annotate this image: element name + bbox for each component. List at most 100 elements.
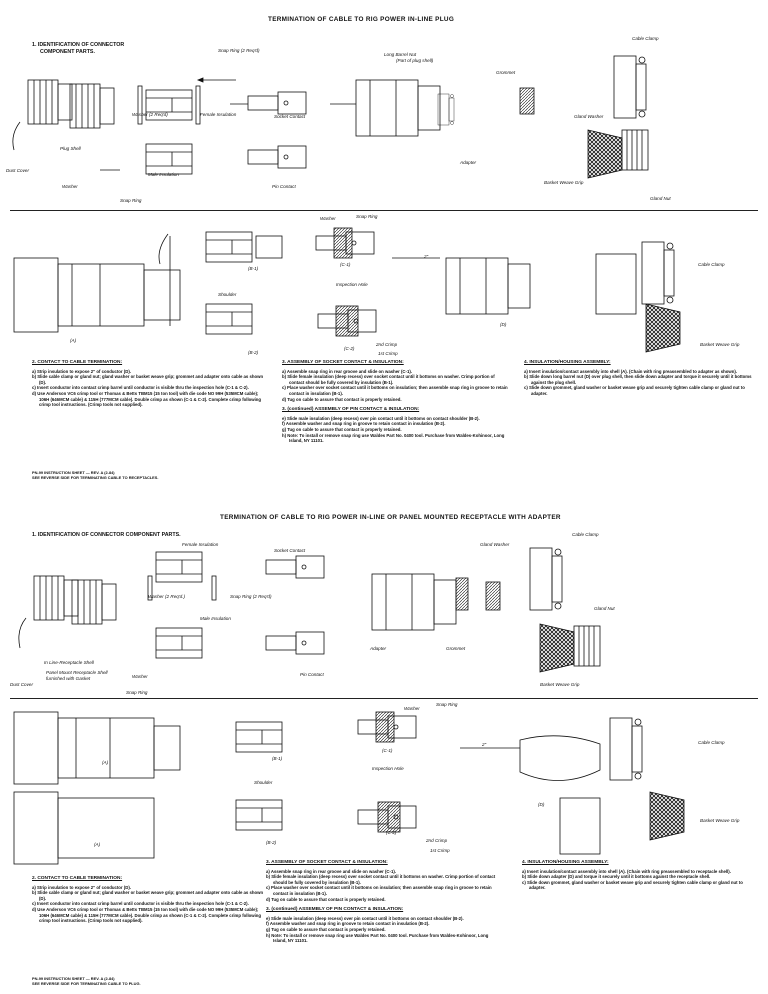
bottom-footer-line: PN-99 INSTRUCTION SHEET — REV. A (2-84) <box>32 976 115 981</box>
label-snap-ring-2: Snap Ring (2 Req'd) <box>218 48 260 53</box>
bottom-step4-item: c) Slide down grommet, gland washer or b… <box>522 879 743 891</box>
b-label-male-insulation: Male Insulation <box>200 616 231 621</box>
label-washer: Washer <box>62 184 78 189</box>
asm-label-b1: (B-1) <box>248 266 259 271</box>
b-label-washer: Washer <box>132 674 148 679</box>
b-asm-inspection-hole: Inspection Hole <box>372 766 404 771</box>
bottom-step4: 4. INSULATION/HOUSING ASSEMBLY: a) Inser… <box>522 860 754 891</box>
asm-label-c2: (C-2) <box>344 346 355 351</box>
top-step2: 2. CONTACT TO CABLE TERMINATION: a) Stri… <box>32 360 264 408</box>
b-label-snap-ring-2: Snap Ring (2 Req'd) <box>230 594 272 599</box>
b-asm-dim: 2" <box>482 742 487 747</box>
top-step4: 4. INSULATION/HOUSING ASSEMBLY: a) Inser… <box>524 360 754 397</box>
top-step3-item: a) Assemble snap ring in rear groove and… <box>282 368 412 374</box>
top-step3-item2: f) Assemble washer and snap ring in groo… <box>282 421 446 427</box>
label-gland-nut: Gland Nut <box>650 196 671 201</box>
b-asm-crimp2: 2nd Crimp <box>426 838 448 843</box>
b-label-basket-weave-grip: Basket Weave Grip <box>540 682 580 687</box>
b-label-adapter: Adapter <box>370 646 387 651</box>
bottom-step3-item2: f) Assemble washer and snap ring in groo… <box>266 921 430 927</box>
asm-label-dim: 2" <box>424 254 429 259</box>
asm-label-inspection-hole: Inspection Hole <box>336 282 368 287</box>
b-label-panel-shell: Panel Mount Receptacle Shell <box>46 670 108 675</box>
asm-label-washer: Washer <box>320 216 336 221</box>
top-step4-item: c) Slide down grommet, gland washer or b… <box>524 385 745 396</box>
b-label-socket-contact: Socket Contact <box>274 548 306 553</box>
top-step4-heading: 4. INSULATION/HOUSING ASSEMBLY: <box>524 360 611 365</box>
top-parts-drawing <box>12 55 649 179</box>
bottom-step2-item: b) Slide cable clamp or gland nut; gland… <box>32 890 264 901</box>
bottom-footer-line: SEE REVERSE SIDE FOR TERMINATING CABLE T… <box>32 981 141 986</box>
b-label-grommet: Grommet <box>446 646 466 651</box>
bottom-footer: PN-99 INSTRUCTION SHEET — REV. A (2-84) … <box>32 976 141 986</box>
label-gland-washer: Gland Washer <box>574 114 604 119</box>
label-part-of-plug-shell: (Part of plug shell) <box>396 58 434 63</box>
bottom-step3-item2: g) Tug on cable to assure that contact i… <box>266 926 386 932</box>
asm-label-a: (A) <box>70 338 77 343</box>
b-label-inline-shell: In Line-Receptacle Shell <box>44 660 94 665</box>
top-footer: PN-99 INSTRUCTION SHEET — REV. A (2-84) … <box>32 470 158 480</box>
bottom-step3-item2: e) Slide male insulation (deep recess) o… <box>266 915 464 921</box>
bottom-assembly-drawing <box>13 711 685 865</box>
label-male-insulation: Male Insulation <box>148 172 179 177</box>
b-label-dust-cover: Dust Cover <box>10 682 33 687</box>
bottom-step4-heading: 4. INSULATION/HOUSING ASSEMBLY: <box>522 860 609 865</box>
top-step3-item2: h) Note: To install or remove snap ring … <box>282 432 505 444</box>
b-asm-c2: (C-2) <box>386 830 397 835</box>
top-section1-heading-b: COMPONENT PARTS. <box>40 49 95 55</box>
top-step3-item2: g) Tug on cable to assure that contact i… <box>282 426 402 432</box>
b-asm-c1: (C-1) <box>382 748 393 753</box>
top-step2-item: a) Strip insulation to expose 2" of cond… <box>32 368 131 374</box>
asm-label-basket: Basket Weave Grip <box>700 342 740 347</box>
bottom-step2-item: d) Use Anderson VC6 crimp tool or Thomas… <box>32 906 262 924</box>
asm-label-cable-clamp: Cable Clamp <box>698 262 725 267</box>
top-step2-item: b) Slide cable clamp or gland nut; gland… <box>32 374 264 385</box>
top-step3-item: b) Slide female insulation (deep recess)… <box>282 374 495 385</box>
label-long-barrel-nut: Long Barrel Nut <box>384 52 417 57</box>
bottom-title: TERMINATION OF CABLE TO RIG POWER IN-LIN… <box>220 514 561 521</box>
b-asm-a-top: (A) <box>102 760 109 765</box>
label-female-insulation: Female Insulation <box>200 112 237 117</box>
b-label-female-insulation: Female Insulation <box>182 542 219 547</box>
b-asm-snap-ring: Snap Ring <box>436 702 458 707</box>
label-grommet: Grommet <box>496 70 516 75</box>
divider-bottom <box>10 698 758 699</box>
label-pin-contact: Pin Contact <box>272 184 296 189</box>
b-asm-washer: Washer <box>404 706 420 711</box>
asm-label-b2: (B-2) <box>248 350 259 355</box>
top-step3-item2: e) Slide male insulation (deep recess) o… <box>282 415 480 421</box>
top-step4-item: b) Slide down long barrel nut (D) over p… <box>524 374 752 385</box>
bottom-step3-item: b) Slide female insulation (deep recess)… <box>266 874 496 885</box>
b-asm-b2: (B-2) <box>266 840 277 845</box>
bottom-section1-heading: 1. IDENTIFICATION OF CONNECTOR COMPONENT… <box>32 532 181 538</box>
top-step2-item: d) Use Anderson VC6 crimp tool or Thomas… <box>32 390 262 408</box>
bottom-step3-item: a) Assemble snap ring in rear groove and… <box>266 868 396 874</box>
bottom-step3: 3. ASSEMBLY OF SOCKET CONTACT & INSULATI… <box>266 860 502 944</box>
label-socket-contact: Socket Contact <box>274 114 306 119</box>
asm-label-shoulder: Shoulder <box>218 292 237 297</box>
asm-label-crimp2: 2nd Crimp <box>376 342 398 347</box>
b-asm-cable-clamp: Cable Clamp <box>698 740 725 745</box>
bottom-step3-item: c) Place washer over socket contact unti… <box>266 885 492 896</box>
top-step3: 3. ASSEMBLY OF SOCKET CONTACT & INSULATI… <box>282 360 508 444</box>
top-step3-heading2: 3. (continued) ASSEMBLY OF PIN CONTACT &… <box>282 407 420 413</box>
b-label-cable-clamp: Cable Clamp <box>572 532 599 537</box>
label-dust-cover: Dust Cover <box>6 168 29 173</box>
label-cable-clamp: Cable Clamp <box>632 36 659 41</box>
divider-top <box>10 210 758 211</box>
label-washer-2: Washer (2 Req'd) <box>132 112 168 117</box>
top-title: TERMINATION OF CABLE TO RIG POWER IN-LIN… <box>268 16 455 23</box>
b-asm-crimp1: 1st Crimp <box>430 848 450 853</box>
b-label-gland-nut: Gland Nut <box>594 606 615 611</box>
label-basket-weave-grip: Basket Weave Grip <box>544 180 584 185</box>
top-step4-item: a) Insert insulation/contact assembly in… <box>524 368 737 374</box>
b-label-gland-washer: Gland Washer <box>480 542 510 547</box>
bottom-step2: 2. CONTACT TO CABLE TERMINATION: a) Stri… <box>32 876 264 924</box>
bottom-step3-item2: h) Note: To install or remove snap ring … <box>266 932 489 944</box>
top-step3-heading: 3. ASSEMBLY OF SOCKET CONTACT & INSULATI… <box>282 360 404 365</box>
b-label-washer-2: Washer (2 Req'd.) <box>148 594 186 599</box>
b-label-snap-ring: Snap Ring <box>126 690 148 695</box>
b-asm-a: (A) <box>94 842 101 847</box>
b-asm-basket: Basket Weave Grip <box>700 818 740 823</box>
